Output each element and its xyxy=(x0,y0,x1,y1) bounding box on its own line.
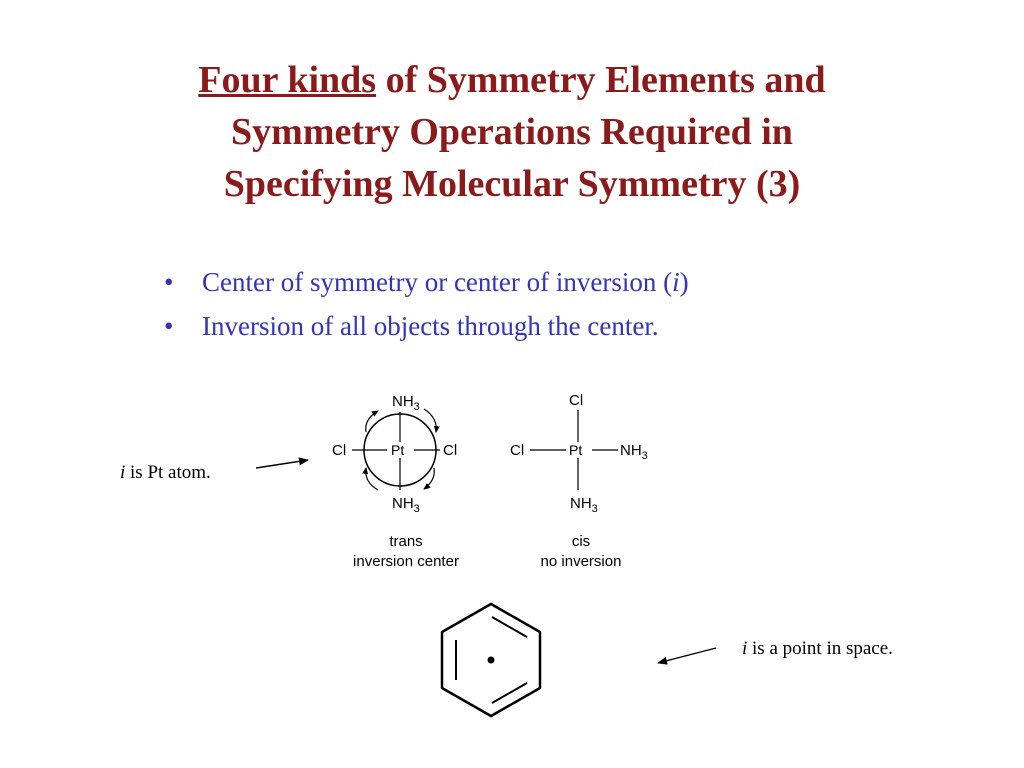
title-line-2: Symmetry Operations Required in xyxy=(231,111,793,153)
bullet-glyph: • xyxy=(164,267,174,297)
title-underlined-text: Four kinds xyxy=(198,59,377,101)
curved-arrow xyxy=(423,408,440,433)
benzene-ring xyxy=(440,602,542,718)
double-bond-line xyxy=(491,616,528,638)
pointer-arrow-pt xyxy=(255,457,309,469)
bullet-text: Inversion of all objects through the cen… xyxy=(202,311,659,341)
trans-bottom-ligand: NH3 xyxy=(392,495,420,515)
curved-arrow xyxy=(362,467,379,491)
cis-bottom-ligand: NH3 xyxy=(570,495,598,515)
trans-top-ligand: NH3 xyxy=(392,393,420,413)
bullet-tail: ) xyxy=(679,267,689,297)
bullet-list: • Center of symmetry or center of invers… xyxy=(160,260,689,348)
inversion-center-dot xyxy=(487,656,495,664)
pointer-arrow-space xyxy=(657,647,717,665)
note-space-text: is a point in space. xyxy=(747,638,893,659)
trans-center-atom: Pt xyxy=(391,442,404,458)
slide-title: Four kinds of Symmetry Elements and Symm… xyxy=(62,54,962,210)
title-line-1-rest: of Symmetry Elements and xyxy=(376,59,826,101)
note-italic-i: i xyxy=(120,462,126,483)
cis-right-ligand: NH3 xyxy=(620,442,648,462)
bullet-text: Center of symmetry or center of inversio… xyxy=(202,267,673,297)
bullet-item: • Inversion of all objects through the c… xyxy=(160,304,689,348)
trans-right-ligand: Cl xyxy=(443,442,457,459)
bullet-item: • Center of symmetry or center of invers… xyxy=(160,260,689,304)
note-point-in-space: i is a point in space. xyxy=(742,638,893,660)
trans-caption-2: inversion center xyxy=(353,553,459,570)
note-pt-atom: i is Pt atom. xyxy=(120,462,211,484)
bullet-italic: i xyxy=(672,267,680,297)
hexagon-outline xyxy=(440,602,542,718)
cis-caption-1: cis xyxy=(572,533,590,550)
cis-complex: Cl Cl NH3 NH3 Pt cis no inversion xyxy=(510,392,648,570)
note-italic-i: i xyxy=(742,638,748,659)
curved-arrow xyxy=(365,410,379,433)
cis-top-ligand: Cl xyxy=(569,392,583,409)
title-line-1: Four kinds of Symmetry Elements and xyxy=(62,54,962,106)
cis-center-atom: Pt xyxy=(569,442,582,458)
note-pt-text: is Pt atom. xyxy=(125,462,211,483)
trans-caption-1: trans xyxy=(389,533,422,550)
cis-caption-2: no inversion xyxy=(541,553,622,570)
title-line-3: Specifying Molecular Symmetry (3) xyxy=(223,163,801,205)
trans-complex: NH3 NH3 Cl Cl Pt trans inversion center xyxy=(332,393,459,570)
bullet-glyph: • xyxy=(164,311,174,341)
double-bond-line xyxy=(491,682,528,704)
cis-left-ligand: Cl xyxy=(510,442,524,459)
curved-arrow xyxy=(423,467,435,490)
trans-left-ligand: Cl xyxy=(332,442,346,459)
